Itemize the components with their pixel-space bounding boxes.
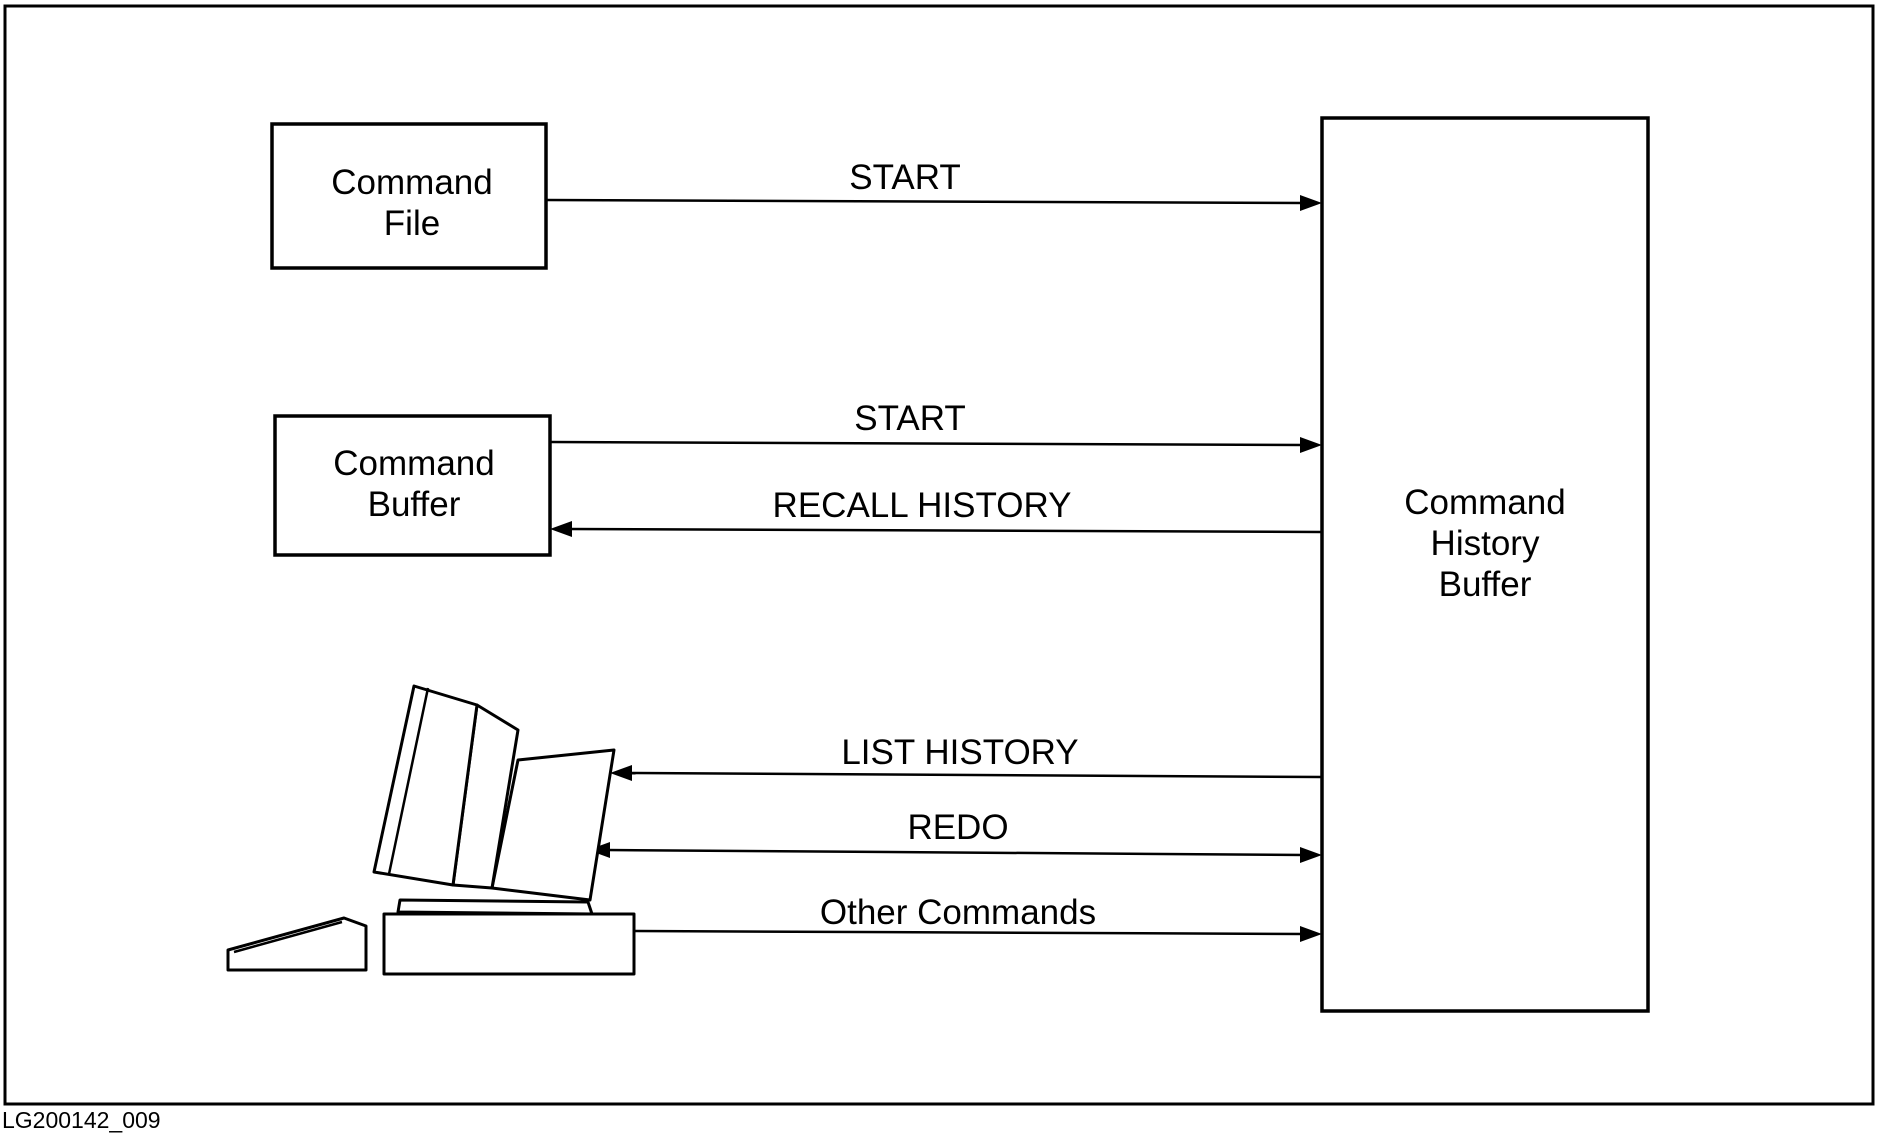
command-file-label-line2: File [384, 204, 440, 243]
arrow-other-commands: Other Commands [633, 893, 1322, 942]
arrow-recall-history: RECALL HISTORY [550, 486, 1323, 537]
arrow-file-start: START [545, 158, 1322, 211]
command-file-label-line1: Command [331, 163, 492, 202]
command-buffer-label-line2: Buffer [368, 485, 461, 524]
command-buffer-label-line1: Command [333, 444, 494, 483]
arrow-buffer-start: START [549, 399, 1322, 453]
history-buffer-label-line1: Command [1404, 483, 1565, 522]
arrow-file-start-label: START [849, 158, 961, 197]
arrow-buffer-start-label: START [854, 399, 966, 438]
figure-frame [3, 4, 1875, 1106]
figure-code: LG200142_009 [2, 1107, 161, 1133]
arrow-list-history-label: LIST HISTORY [841, 733, 1078, 772]
history-buffer-label-line2: History [1431, 524, 1540, 563]
workstation-terminal-icon [226, 684, 636, 976]
command-buffer-box: Command Buffer [273, 414, 552, 557]
command-file-box: Command File [270, 122, 548, 270]
history-buffer-label-line3: Buffer [1439, 565, 1532, 604]
arrow-other-commands-label: Other Commands [820, 893, 1096, 932]
arrow-list-history: LIST HISTORY [610, 733, 1323, 781]
arrow-redo: REDO [588, 808, 1322, 863]
command-history-buffer-box: Command History Buffer [1320, 116, 1650, 1013]
arrow-recall-history-label: RECALL HISTORY [773, 486, 1072, 525]
arrow-redo-label: REDO [907, 808, 1008, 847]
